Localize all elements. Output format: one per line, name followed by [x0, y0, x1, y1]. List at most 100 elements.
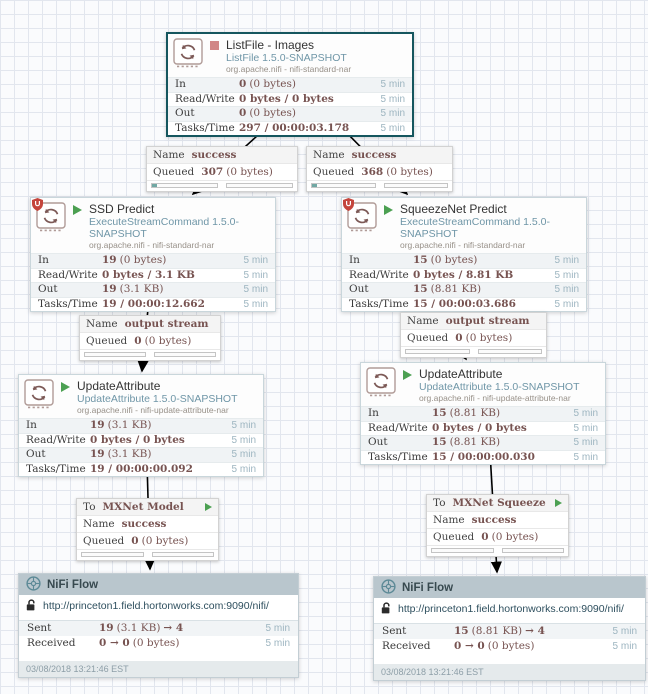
stat-label: Out — [349, 283, 369, 295]
stat-label: Tasks/Time — [26, 462, 86, 475]
processor-icon — [24, 379, 54, 409]
stat-label: In — [175, 78, 186, 90]
stat-value: 0 bytes / 8.81 KB — [413, 268, 514, 281]
port-running-icon — [205, 503, 212, 511]
received-value: 0 → 0(0 bytes) — [99, 637, 180, 649]
rpg-received-row: Received 0 → 0(0 bytes) 5 min — [19, 636, 298, 651]
processor-updateattribute-right[interactable]: UpdateAttribute UpdateAttribute 1.5.0-SN… — [360, 362, 606, 465]
stat-period: 5 min — [573, 437, 598, 448]
relationship-name: success — [121, 518, 167, 530]
rpg-url: http://princeton1.field.hortonworks.com:… — [398, 603, 624, 615]
restricted-shield-icon — [32, 198, 43, 216]
stat-label: In — [349, 254, 360, 266]
stat-row-in: In 15(0 bytes) 5 min — [342, 253, 586, 268]
running-icon — [73, 205, 82, 215]
stat-label: Out — [26, 448, 46, 460]
processor-squeezenet-predict[interactable]: SqueezeNet Predict ExecuteStreamCommand … — [341, 197, 587, 312]
stat-value: 15(8.81 KB) — [413, 283, 482, 295]
rpg-last-refreshed: 03/08/2018 13:21:46 EST — [19, 661, 298, 677]
stat-label: In — [26, 419, 37, 431]
stat-value: 19(0 bytes) — [102, 254, 167, 266]
relationship-name: success — [191, 149, 237, 161]
sent-label: Sent — [382, 625, 407, 637]
received-period: 5 min — [612, 641, 637, 652]
queue-percent-bars — [147, 181, 297, 191]
queued-label: Queued — [313, 166, 355, 178]
stat-value: 0(0 bytes) — [239, 78, 296, 90]
name-label: Name — [153, 149, 185, 161]
stat-value: 15(0 bytes) — [413, 254, 478, 266]
stat-period: 5 min — [573, 422, 598, 434]
stat-value: 15(8.81 KB) — [432, 436, 501, 448]
stat-period: 5 min — [554, 255, 579, 266]
queued-label: Queued — [407, 332, 449, 344]
received-label: Received — [382, 640, 431, 652]
stat-period: 5 min — [243, 255, 268, 266]
stat-period: 5 min — [231, 420, 256, 431]
queued-value: 0(0 bytes) — [455, 332, 513, 344]
processor-listfile-images[interactable]: ListFile - Images ListFile 1.5.0-SNAPSHO… — [166, 32, 414, 137]
remote-process-group-right[interactable]: NiFi Flow http://princeton1.field.horton… — [373, 576, 646, 681]
stat-value: 19 / 00:00:12.662 — [102, 297, 205, 310]
processor-bundle: org.apache.nifi - nifi-standard-nar — [400, 240, 526, 250]
rpg-url-row: http://princeton1.field.hortonworks.com:… — [374, 598, 645, 620]
processor-type: ExecuteStreamCommand 1.5.0-SNAPSHOT — [89, 216, 239, 240]
stat-value: 297 / 00:00:03.178 — [239, 121, 350, 134]
stat-label: Read/Write — [349, 268, 409, 281]
processor-icon — [173, 38, 203, 68]
stat-label: Out — [368, 436, 388, 448]
received-period: 5 min — [265, 638, 290, 649]
stat-value: 19(3.1 KB) — [102, 283, 164, 295]
restricted-shield-icon — [343, 198, 354, 216]
stat-row-readwrite: Read/Write 0 bytes / 8.81 KB 5 min — [342, 267, 586, 283]
relationship-name: output stream — [124, 318, 209, 330]
sent-label: Sent — [27, 622, 52, 634]
queued-value: 0(0 bytes) — [134, 335, 192, 347]
stat-value: 0 bytes / 0 bytes — [239, 92, 334, 105]
stat-value: 19(3.1 KB) — [90, 448, 152, 460]
processor-bundle: org.apache.nifi - nifi-update-attribute-… — [77, 405, 229, 415]
sent-period: 5 min — [612, 626, 637, 637]
processor-type: ListFile 1.5.0-SNAPSHOT — [226, 52, 347, 64]
name-label: Name — [407, 315, 439, 327]
received-value: 0 → 0(0 bytes) — [454, 640, 535, 652]
rpg-sent-row: Sent 15(8.81 KB)→ 4 5 min — [374, 623, 645, 639]
stat-period: 5 min — [573, 408, 598, 419]
stat-period: 5 min — [554, 269, 579, 281]
remote-process-group-left[interactable]: NiFi Flow http://princeton1.field.horton… — [18, 573, 299, 678]
stat-label: Tasks/Time — [38, 297, 98, 310]
stat-label: Tasks/Time — [368, 450, 428, 463]
processor-type: ExecuteStreamCommand 1.5.0-SNAPSHOT — [400, 216, 550, 240]
queued-label: Queued — [83, 535, 125, 547]
rpg-sent-row: Sent 19(3.1 KB)→ 4 5 min — [19, 620, 298, 636]
stat-label: Read/Write — [26, 433, 86, 446]
rpg-header: NiFi Flow — [19, 574, 298, 595]
connection-queued-row: Queued 0(0 bytes) — [401, 330, 546, 347]
processor-updateattribute-left[interactable]: UpdateAttribute UpdateAttribute 1.5.0-SN… — [18, 374, 264, 477]
sent-value: 19(3.1 KB)→ 4 — [99, 622, 184, 634]
processor-ssd-predict[interactable]: SSD Predict ExecuteStreamCommand 1.5.0-S… — [30, 197, 276, 312]
destination-name: MXNet Model — [102, 501, 184, 513]
name-label: Name — [433, 514, 465, 526]
